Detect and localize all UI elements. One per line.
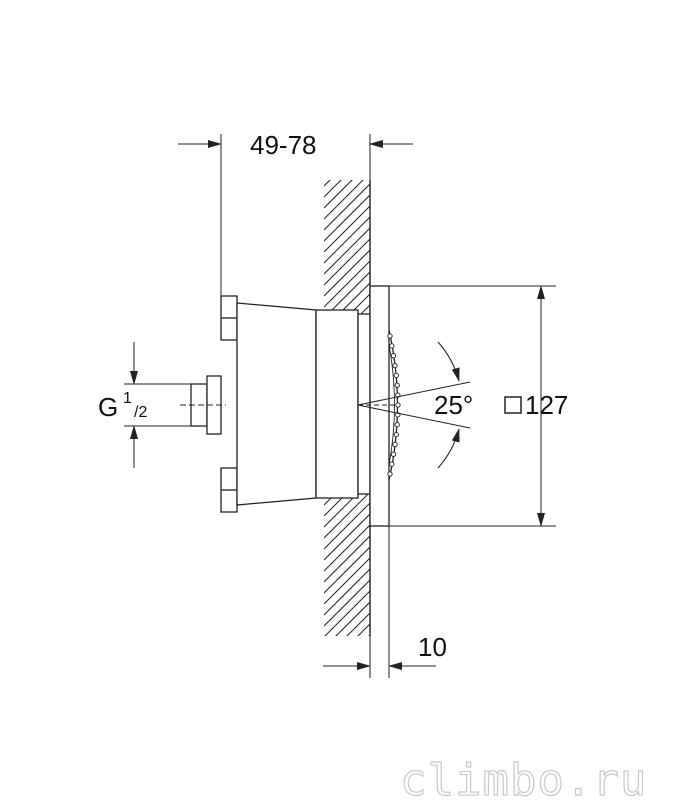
hatch-line: [324, 668, 370, 714]
connection-numerator-label: 1: [123, 390, 132, 407]
dimension-plate-size: [389, 285, 556, 527]
nozzle-dot: [387, 333, 393, 339]
hatch-line: [324, 590, 370, 636]
dimension-connection: [124, 342, 191, 468]
hatch-line: [324, 205, 370, 253]
hatch-line: [324, 249, 370, 297]
nozzle-dot: [392, 441, 398, 448]
nozzle-dot: [393, 431, 399, 438]
hatch-line: [324, 557, 370, 605]
nozzle-dot: [394, 382, 400, 388]
hatch-line: [324, 491, 370, 539]
nozzle-dot: [390, 353, 397, 359]
watermark-text: climbo.ru: [400, 755, 647, 806]
hatch-line: [368, 634, 370, 636]
hatch-line: [324, 180, 353, 209]
hatch-line: [346, 612, 370, 636]
nozzle-dot: [387, 471, 393, 477]
hatch-line: [324, 579, 370, 627]
nozzle-dot: [390, 451, 397, 457]
nozzle-dot: [394, 422, 400, 428]
hatch-line: [324, 183, 370, 231]
depth-range-label: 49-78: [250, 130, 317, 160]
connection-prefix-label: G: [98, 392, 118, 422]
hatch-line: [324, 180, 331, 187]
plate-thickness-label: 10: [418, 632, 447, 662]
spray-angle-lines: [357, 341, 471, 469]
hatch-line: [324, 568, 370, 616]
hatch-line: [324, 690, 370, 736]
hatch-line: [324, 657, 370, 703]
dimension-plate-thickness: [323, 526, 436, 678]
dimension-depth: [178, 134, 413, 296]
square-symbol-icon: [504, 396, 522, 414]
nozzle-dot: [389, 461, 395, 467]
nozzle-dot: [393, 372, 399, 379]
hatch-line: [324, 227, 370, 275]
hatch-line: [357, 623, 370, 636]
hatch-line: [324, 524, 370, 572]
hatch-line: [324, 180, 342, 198]
spray-angle-label: 25°: [434, 390, 473, 420]
hatch-line: [324, 180, 364, 220]
hatch-line: [324, 679, 370, 725]
hatch-line: [324, 260, 370, 308]
nozzle-dot: [392, 362, 398, 369]
hatch-line: [335, 601, 370, 636]
nozzle-dot: [395, 402, 401, 408]
hatch-line: [324, 513, 370, 561]
nozzle-dot: [389, 343, 395, 349]
hatch-line: [324, 502, 370, 550]
hatch-line: [324, 238, 370, 286]
spray-nozzles: [387, 333, 401, 477]
valve-body: [220, 295, 371, 513]
hatch-line: [324, 535, 370, 583]
hatch-line: [324, 194, 370, 242]
hatch-line: [324, 646, 370, 692]
inlet-connector: [180, 375, 226, 435]
hatch-line: [324, 216, 370, 264]
cover-plate: [369, 285, 399, 527]
hatch-line: [324, 546, 370, 594]
connection-denominator-label: /2: [134, 404, 147, 421]
plate-size-label: 127: [525, 390, 568, 420]
